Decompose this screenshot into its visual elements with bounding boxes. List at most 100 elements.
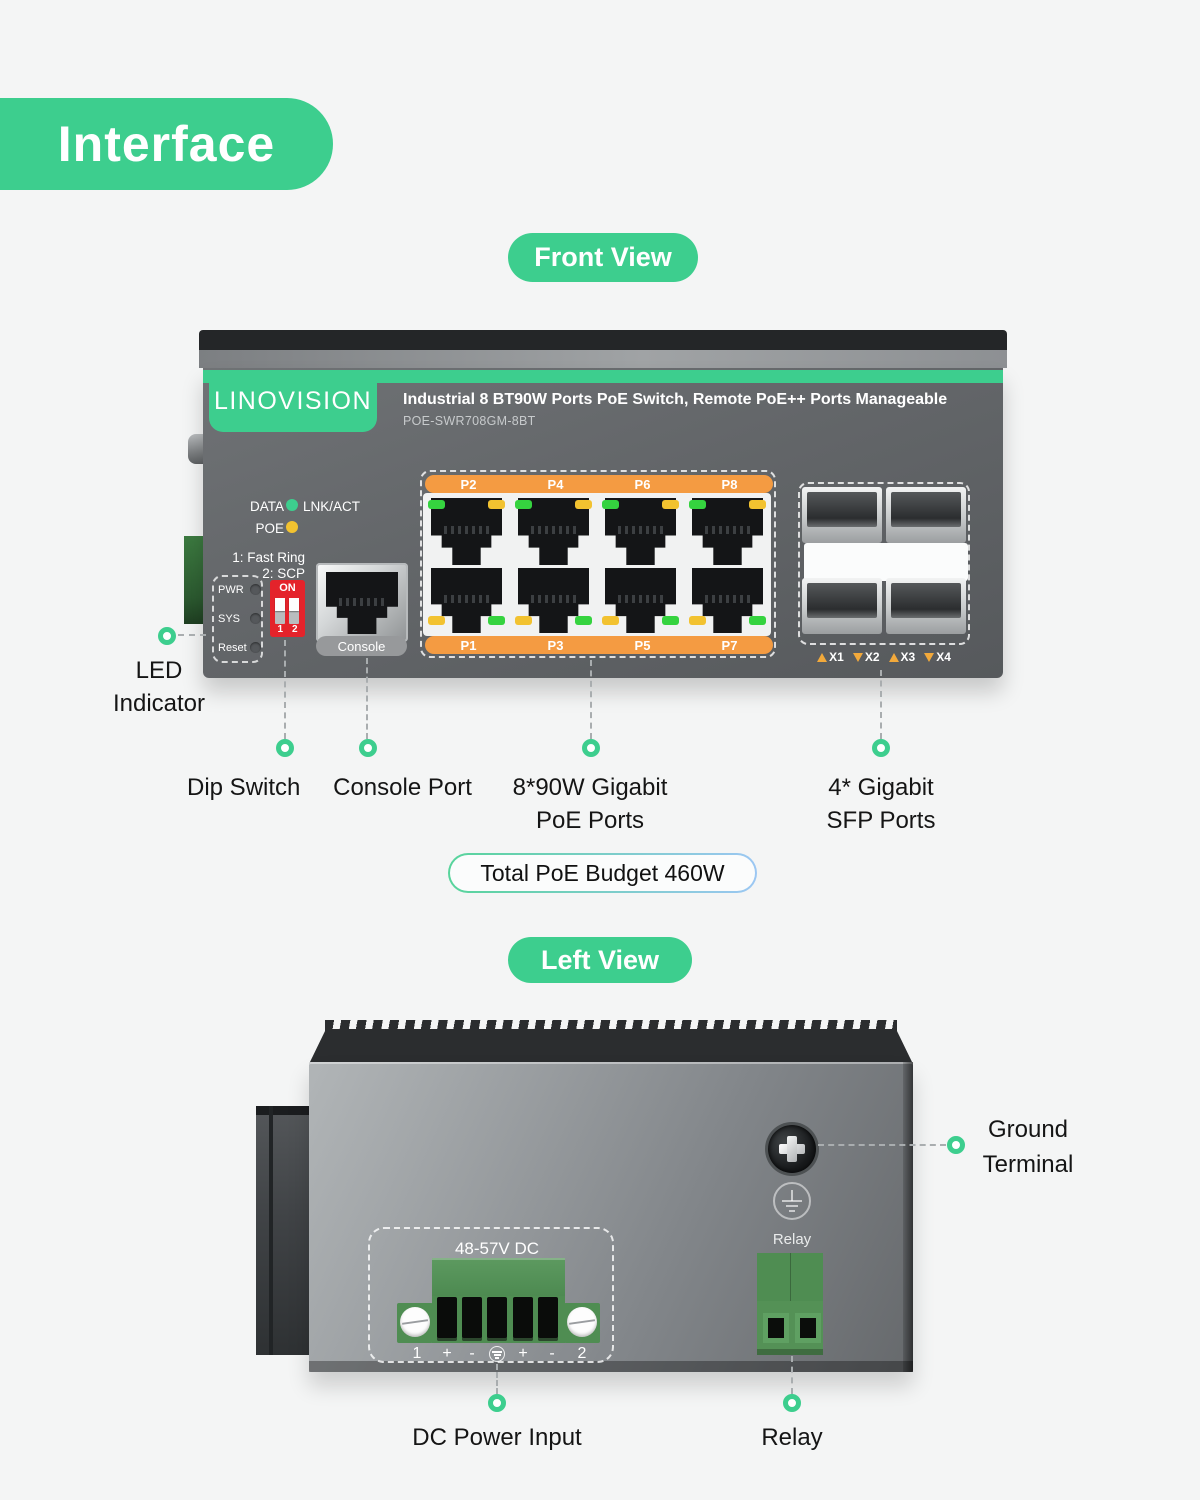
left-panel-right-edge (903, 1062, 913, 1372)
led-indicator-pointer-dot (158, 627, 176, 645)
console-port[interactable] (316, 563, 408, 642)
poe-led-label: POE (255, 521, 284, 536)
port-led-yellow (488, 500, 505, 509)
port-led-green (515, 500, 532, 509)
port-label-p7: P7 (721, 637, 738, 653)
terminal-slot-1 (437, 1297, 457, 1341)
port-label-p4: P4 (547, 476, 564, 492)
sfp-label-x3: X3 (888, 650, 916, 664)
ground-pointer-line (818, 1144, 946, 1146)
dip-slider-1[interactable] (275, 598, 285, 624)
relay-panel-label: Relay (772, 1231, 812, 1248)
poe-budget-text: Total PoE Budget 460W (450, 855, 755, 891)
led-box-row-sys: SYS (218, 612, 261, 626)
ground-marking-icon (489, 1346, 505, 1362)
callout-dip-switch: Dip Switch (187, 774, 301, 801)
led-lamp-sys (250, 613, 261, 624)
port-led-yellow (428, 616, 445, 625)
relay-hole-2 (795, 1313, 821, 1343)
lnkact-label: LNK/ACT (303, 499, 361, 514)
callout-poe-ports-line1: 8*90W Gigabit (512, 774, 668, 801)
port-led-green (689, 500, 706, 509)
port-label-p5: P5 (634, 637, 651, 653)
sfp-cage-3[interactable] (802, 578, 882, 634)
callout-sfp-ports-line1: 4* Gigabit (828, 774, 934, 801)
dip-legend-2: 2: SCP (262, 566, 305, 581)
sfp-cage-2[interactable] (886, 487, 966, 543)
port-led-green (428, 500, 445, 509)
port-led-yellow (662, 500, 679, 509)
console-pointer-dot (359, 739, 377, 757)
sfp-cage-1[interactable] (802, 487, 882, 543)
led-label-sys: SYS (218, 613, 241, 625)
screw-cross-v (787, 1136, 797, 1162)
sfp-cage-4[interactable] (886, 578, 966, 634)
ground-pointer-dot (947, 1136, 965, 1154)
ground-symbol-icon (773, 1182, 811, 1220)
dip-number-2: 2 (291, 624, 298, 635)
product-model: POE-SWR708GM-8BT (403, 414, 536, 428)
port-led-green (602, 500, 619, 509)
led-box-row-reset: Reset (218, 641, 261, 655)
led-lamp-pwr (250, 584, 261, 595)
terminal-marking-2: + (442, 1345, 452, 1362)
triangle-down-icon (852, 652, 863, 662)
port-label-p8: P8 (721, 476, 738, 492)
dip-number-1: 1 (277, 624, 284, 635)
sfp-mid-glow (804, 543, 968, 581)
dc-voltage-label: 48-57V DC (454, 1239, 540, 1258)
port-led-yellow (749, 500, 766, 509)
dc-terminal-upper (432, 1258, 565, 1298)
terminal-marking-7: 2 (577, 1345, 587, 1362)
sfp-group-outline (798, 482, 970, 645)
callout-led-indicator-line2: Indicator (112, 690, 206, 717)
callout-dc-power-input: DC Power Input (412, 1424, 582, 1451)
terminal-marking-1: 1 (412, 1345, 422, 1362)
data-led-label: DATA (249, 499, 284, 514)
dip-on-label: ON (279, 582, 296, 594)
console-pointer-line (366, 658, 368, 739)
port-led-yellow (515, 616, 532, 625)
dip-slider-2[interactable] (289, 598, 299, 624)
dc-terminal-screw-left[interactable] (400, 1307, 430, 1337)
port-led-green (662, 616, 679, 625)
sfp-ports-pointer-dot (872, 739, 890, 757)
relay-connector-top (757, 1253, 823, 1302)
ground-terminal-screw[interactable] (768, 1125, 816, 1173)
device-mid-band (199, 350, 1007, 368)
port-label-p6: P6 (634, 476, 651, 492)
triangle-up-icon (817, 652, 828, 662)
callout-led-indicator-line1: LED (135, 657, 183, 684)
dc-terminal-screw-right[interactable] (567, 1307, 597, 1337)
device-top-band (199, 330, 1007, 350)
sfp-label-text: X3 (900, 650, 916, 664)
dc-input-outline (368, 1227, 614, 1363)
relay-connector[interactable] (757, 1253, 823, 1355)
sfp-label-x4: X4 (924, 650, 951, 664)
poe-budget-pill: Total PoE Budget 460W (448, 853, 757, 893)
callout-sfp-ports-line2: SFP Ports (826, 807, 936, 834)
port-led-yellow (689, 616, 706, 625)
callout-poe-ports-line2: PoE Ports (535, 807, 645, 834)
callout-ground-line1: Ground (987, 1116, 1069, 1143)
callout-console-port: Console Port (333, 774, 472, 801)
terminal-marking-3: - (469, 1345, 475, 1362)
led-lamp-reset (250, 642, 261, 653)
data-led-icon (286, 499, 298, 511)
terminal-marking-6: - (549, 1345, 555, 1362)
callout-ground-line2: Terminal (982, 1151, 1074, 1178)
poe-led-icon (286, 521, 298, 533)
relay-pointer-line (791, 1356, 793, 1394)
poe-ports-pointer-dot (582, 739, 600, 757)
led-label-pwr: PWR (218, 584, 244, 596)
product-title: Industrial 8 BT90W Ports PoE Switch, Rem… (403, 391, 948, 408)
side-terminal-edge (184, 536, 205, 624)
left-panel-bottom-edge (309, 1361, 913, 1372)
brand-stripe (203, 370, 1003, 383)
led-label-reset: Reset (218, 642, 247, 654)
heatsink-base (309, 1026, 913, 1064)
